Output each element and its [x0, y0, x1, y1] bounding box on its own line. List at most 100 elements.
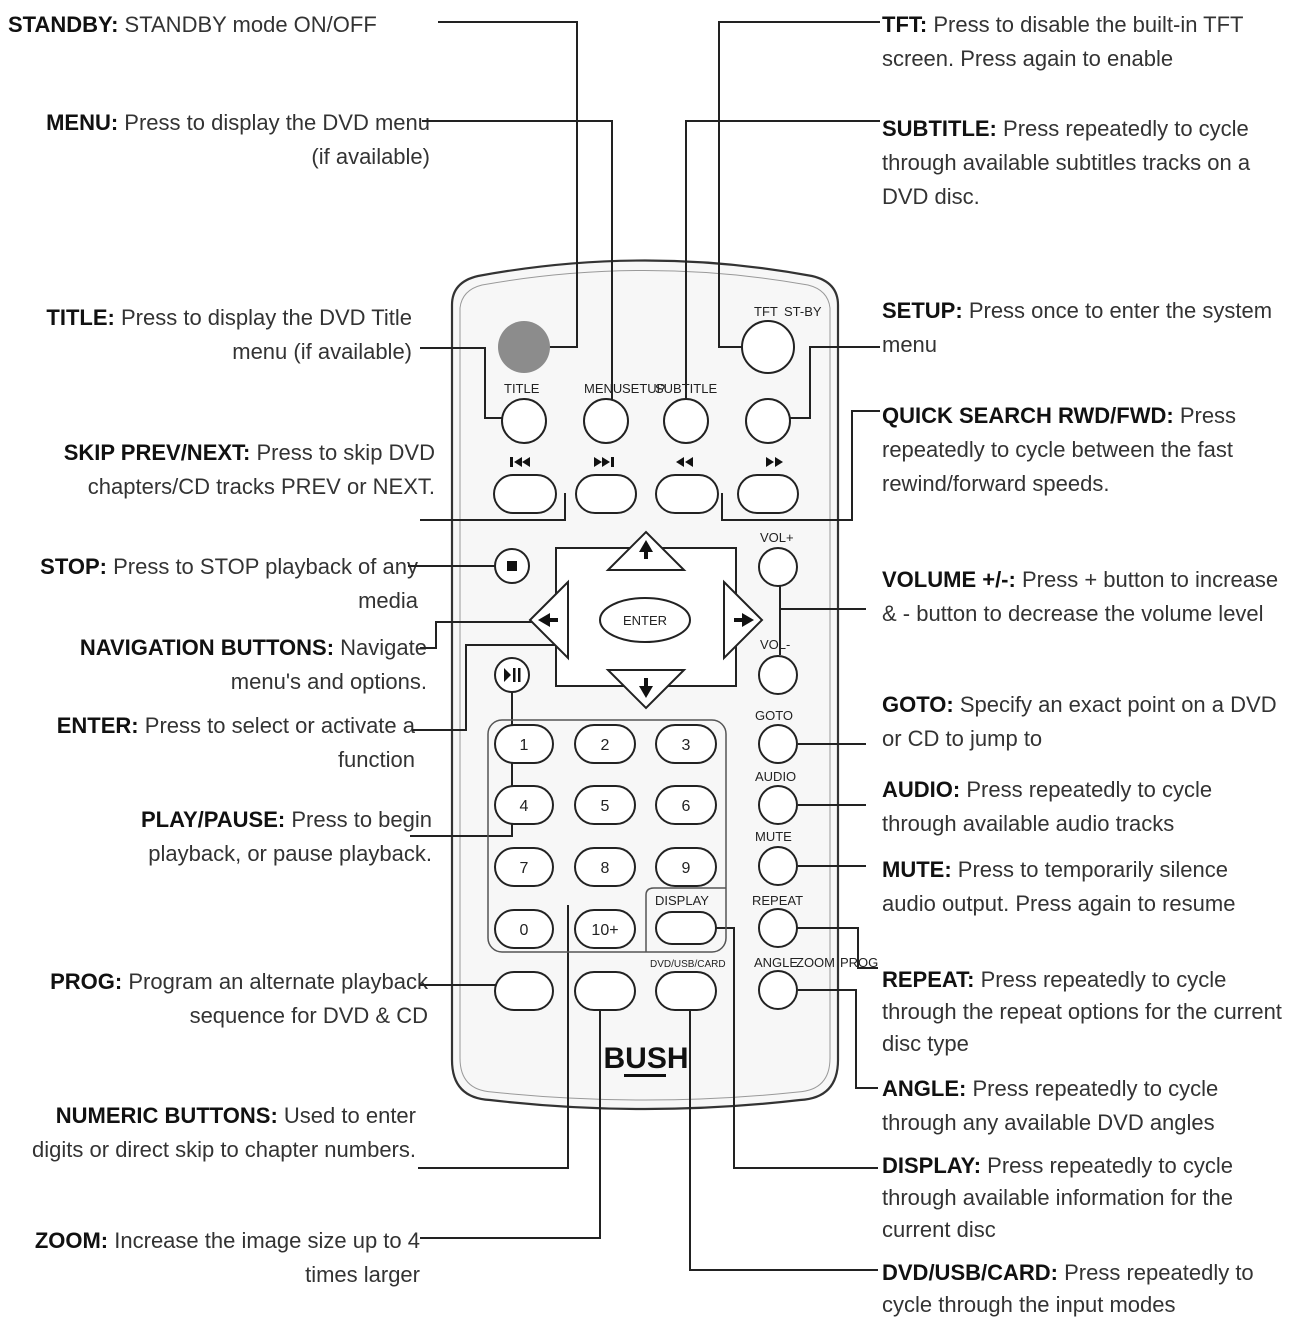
- subtitle-button[interactable]: [663, 398, 709, 444]
- label-tft: TFT: Press to disable the built-in TFT s…: [882, 8, 1277, 76]
- play-pause-button[interactable]: [494, 657, 530, 693]
- label-title: TITLE: Press to display the DVD Title me…: [40, 301, 412, 369]
- label-navigation: NAVIGATION BUTTONS: Navigate menu's and …: [22, 631, 427, 699]
- digit-7-button[interactable]: [494, 847, 554, 887]
- digit-5-button[interactable]: [574, 785, 636, 825]
- prog-button-label: PROG: [840, 955, 878, 970]
- leader-subtitle: [685, 120, 880, 400]
- mute-button[interactable]: [758, 846, 798, 886]
- label-mute-desc: Press to temporarily silence audio outpu…: [882, 857, 1236, 916]
- fast-forward-button[interactable]: [737, 474, 799, 514]
- up-arrow-stem: [644, 551, 648, 559]
- label-volume-name: VOLUME +/-:: [882, 567, 1016, 592]
- label-zoom-desc: Increase the image size up to 4 times la…: [114, 1228, 420, 1287]
- label-playpause-name: PLAY/PAUSE:: [140, 807, 286, 832]
- label-zoom: ZOOM: Increase the image size up to 4 ti…: [20, 1224, 420, 1292]
- label-dvdusbcard-name: DVD/USB/CARD:: [882, 1260, 1058, 1285]
- repeat-button[interactable]: [758, 908, 798, 948]
- dvdusbcard-button[interactable]: [655, 971, 717, 1011]
- tft-button[interactable]: [741, 320, 795, 374]
- menu-button[interactable]: [583, 398, 629, 444]
- label-standby-name: STANDBY:: [8, 12, 119, 37]
- vol-down-label: VOL-: [760, 637, 790, 652]
- vol-up-button[interactable]: [758, 547, 798, 587]
- brand-underline: [624, 1074, 666, 1077]
- digit-8-label: 8: [601, 860, 610, 877]
- standby-button[interactable]: [498, 321, 550, 373]
- leader-menu: [422, 120, 613, 400]
- label-title-desc: Press to display the DVD Title menu (if …: [120, 305, 412, 364]
- label-prog: PROG: Program an alternate playback sequ…: [30, 965, 428, 1033]
- mute-button-label: MUTE: [755, 829, 792, 844]
- skip-prev-button[interactable]: [493, 474, 557, 514]
- label-playpause-desc: Press to begin playback, or pause playba…: [148, 807, 432, 866]
- setup-button[interactable]: [745, 398, 791, 444]
- label-menu-name: MENU:: [46, 110, 119, 135]
- digit-6-button[interactable]: [655, 785, 717, 825]
- label-navigation-desc: Navigate menu's and options.: [230, 635, 427, 694]
- label-skip-desc: Press to skip DVD chapters/CD tracks PRE…: [87, 440, 435, 499]
- leader-standby: [438, 21, 578, 348]
- left-arrow-icon: [538, 613, 550, 627]
- leader-numeric: [418, 905, 569, 1169]
- skip-next-icon: [594, 457, 614, 467]
- digit-8-button[interactable]: [574, 847, 636, 887]
- label-goto: GOTO: Specify an exact point on a DVD or…: [882, 688, 1287, 756]
- display-button[interactable]: [655, 911, 717, 945]
- label-numeric-desc: Used to enter digits or direct skip to c…: [32, 1103, 416, 1162]
- vol-down-button[interactable]: [758, 655, 798, 695]
- label-goto-name: GOTO:: [882, 692, 954, 717]
- digit-10plus-label: 10+: [591, 922, 618, 939]
- audio-button-label: AUDIO: [755, 769, 796, 784]
- label-angle-name: ANGLE:: [882, 1076, 967, 1101]
- digit-9-label: 9: [682, 860, 691, 877]
- repeat-button-label: REPEAT: [752, 893, 803, 908]
- label-quicksearch-desc: Press repeatedly to cycle between the fa…: [882, 403, 1237, 496]
- digit-10plus-button[interactable]: [574, 909, 636, 949]
- label-angle: ANGLE: Press repeatedly to cycle through…: [882, 1072, 1287, 1140]
- label-audio-desc: Press repeatedly to cycle through availa…: [882, 777, 1213, 836]
- goto-button[interactable]: [758, 724, 798, 764]
- zoom-button-label: ZOOM: [796, 955, 835, 970]
- digit-1-button[interactable]: [494, 724, 554, 764]
- label-menu: MENU: Press to display the DVD menu (if …: [40, 106, 430, 174]
- digit-0-label: 0: [520, 922, 529, 939]
- digit-2-button[interactable]: [574, 724, 636, 764]
- setup-button-label: SETUP: [622, 381, 665, 396]
- label-display-desc: Press repeatedly to cycle through availa…: [882, 1153, 1233, 1242]
- digit-3-button[interactable]: [655, 724, 717, 764]
- subtitle-button-label: SUBTITLE: [655, 381, 717, 396]
- leader-lines: [408, 21, 880, 1271]
- title-button[interactable]: [501, 398, 547, 444]
- enter-button[interactable]: [599, 597, 691, 643]
- label-enter-desc: Press to select or activate a function: [144, 713, 415, 772]
- label-zoom-name: ZOOM:: [34, 1228, 109, 1253]
- label-goto-desc: Specify an exact point on a DVD or CD to…: [882, 692, 1277, 751]
- skip-next-button[interactable]: [575, 474, 637, 514]
- digit-4-button[interactable]: [494, 785, 554, 825]
- label-title-name: TITLE:: [46, 305, 115, 330]
- right-arrow-stem: [734, 618, 743, 622]
- digit-9-button[interactable]: [655, 847, 717, 887]
- zoom-button[interactable]: [574, 971, 636, 1011]
- vol-up-label: VOL+: [760, 530, 794, 545]
- label-skip-name: SKIP PREV/NEXT:: [63, 440, 251, 465]
- label-enter-name: ENTER:: [56, 713, 139, 738]
- leader-navigation: [420, 621, 544, 649]
- label-numeric-name: NUMERIC BUTTONS:: [55, 1103, 278, 1128]
- leader-skip: [420, 493, 566, 521]
- rewind-button[interactable]: [655, 474, 719, 514]
- label-setup: SETUP: Press once to enter the system me…: [882, 294, 1277, 362]
- audio-button[interactable]: [758, 785, 798, 825]
- left-arrow-stem: [549, 618, 558, 622]
- angle-button[interactable]: [758, 970, 798, 1010]
- down-arrow-icon: [639, 686, 653, 698]
- digit-1-label: 1: [520, 737, 529, 754]
- digit-0-button[interactable]: [494, 909, 554, 949]
- label-playpause: PLAY/PAUSE: Press to begin playback, or …: [60, 803, 432, 871]
- label-mute-name: MUTE:: [882, 857, 952, 882]
- menu-button-label: MENU: [584, 381, 622, 396]
- prog-button[interactable]: [494, 971, 554, 1011]
- label-stop-desc: Press to STOP playback of any media: [113, 554, 418, 613]
